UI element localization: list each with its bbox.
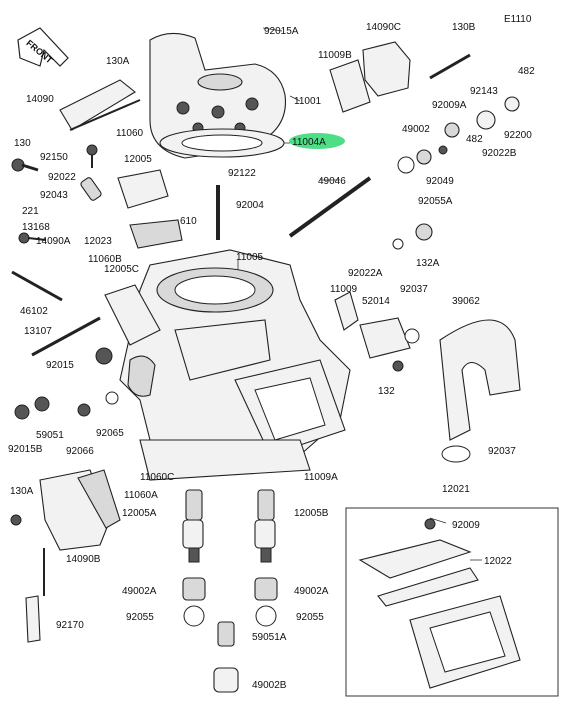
joint-52014 [359, 317, 411, 359]
cover-14090c [362, 41, 411, 97]
highlight-marker [289, 133, 345, 149]
label-11060C: 11060C [140, 472, 174, 483]
label-92065: 92065 [96, 428, 124, 439]
gasket-11009 [334, 291, 359, 331]
label-130: 130 [14, 138, 31, 149]
exhaust-valve-assembly [59, 79, 183, 346]
label-49046: 49046 [318, 176, 346, 187]
washer-92022a [392, 238, 404, 250]
label-92143: 92143 [470, 86, 498, 97]
label-92150: 92150 [40, 152, 68, 163]
label-132: 132 [378, 386, 395, 397]
fitting-132a [415, 223, 433, 241]
label-39062: 39062 [452, 296, 480, 307]
label-92122: 92122 [228, 168, 256, 179]
label-11001: 11001 [294, 96, 322, 107]
label-92022: 92022 [48, 172, 76, 183]
label-49002B: 49002B [252, 680, 287, 691]
stud-59051a [217, 621, 235, 647]
bolt-icon [11, 144, 119, 420]
bolt-130b [429, 53, 471, 80]
label-14090C: 14090C [366, 22, 401, 33]
valve-12005a [182, 489, 206, 627]
label-11060A: 11060A [124, 490, 158, 501]
label-14090A: 14090A [36, 236, 71, 247]
label-12005B: 12005B [294, 508, 329, 519]
label-92015B: 92015B [8, 444, 43, 455]
label-12022: 12022 [484, 556, 512, 567]
label-11005: 11005 [236, 252, 264, 263]
label-46102: 46102 [20, 306, 48, 317]
label-92009: 92009 [452, 520, 480, 531]
clamp-92037b [441, 445, 471, 463]
diagram-id: E1110 [504, 14, 532, 25]
label-92022B: 92022B [482, 148, 517, 159]
label-92037b: 92037 [488, 446, 516, 457]
rod-13107 [31, 316, 101, 357]
gasket-11009b [329, 59, 371, 113]
label-482b: 482 [466, 134, 483, 145]
label-92037a: 92037 [400, 284, 428, 295]
label-130B: 130B [452, 22, 476, 33]
intake-gasket [234, 359, 346, 456]
label-221: 221 [22, 206, 39, 217]
label-92004: 92004 [236, 200, 264, 211]
clamp-92037 [404, 328, 420, 344]
label-12005: 12005 [124, 154, 152, 165]
label-92049: 92049 [426, 176, 454, 187]
stud-49046 [288, 176, 372, 238]
label-11004A: 11004A [292, 137, 326, 148]
label-49002A-right: 49002A [294, 586, 329, 597]
part-labels: E1110 92015A 14090C 130B 11009B 482 130A… [8, 14, 535, 691]
label-92055-left: 92055 [126, 612, 154, 623]
label-92009A: 92009A [432, 100, 467, 111]
rod-92170 [25, 595, 41, 643]
label-92055A: 92055A [418, 196, 453, 207]
label-13168: 13168 [22, 222, 50, 233]
label-52014: 52014 [362, 296, 390, 307]
label-130A-top: 130A [106, 56, 130, 67]
washer-stack [397, 96, 520, 174]
hose-39062 [439, 319, 521, 441]
rod-46102 [11, 270, 63, 302]
label-92200: 92200 [504, 130, 532, 141]
label-11009A: 11009A [304, 472, 338, 483]
front-arrow-icon: FRONT [17, 27, 69, 67]
cap-49002b [213, 667, 239, 693]
label-12023: 12023 [84, 236, 112, 247]
label-59051A: 59051A [252, 632, 287, 643]
label-482a: 482 [518, 66, 535, 77]
head-gasket [159, 128, 285, 158]
label-610: 610 [180, 216, 197, 227]
label-92043: 92043 [40, 190, 68, 201]
label-92170: 92170 [56, 620, 84, 631]
label-14090B: 14090B [66, 554, 101, 565]
label-130A-bottom: 130A [10, 486, 34, 497]
label-11009: 11009 [330, 284, 358, 295]
base-gasket [139, 439, 311, 481]
label-11009B: 11009B [318, 50, 352, 61]
label-92015A: 92015A [264, 26, 299, 37]
reed-valve [358, 518, 521, 689]
label-14090: 14090 [26, 94, 54, 105]
label-12021: 12021 [442, 484, 470, 495]
valve-12005b [254, 489, 278, 627]
label-92022A: 92022A [348, 268, 383, 279]
label-92015: 92015 [46, 360, 74, 371]
label-13107: 13107 [24, 326, 52, 337]
label-92066: 92066 [66, 446, 94, 457]
label-11060: 11060 [116, 128, 144, 139]
label-59051: 59051 [36, 430, 64, 441]
label-49002A-left: 49002A [122, 586, 157, 597]
label-132A: 132A [416, 258, 440, 269]
label-11060B: 11060B [88, 254, 122, 265]
gasket-11060a [77, 469, 121, 529]
label-12005C: 12005C [104, 264, 139, 275]
label-49002: 49002 [402, 124, 430, 135]
bolt-132 [392, 360, 404, 372]
label-12005A: 12005A [122, 508, 157, 519]
label-92055-right: 92055 [296, 612, 324, 623]
